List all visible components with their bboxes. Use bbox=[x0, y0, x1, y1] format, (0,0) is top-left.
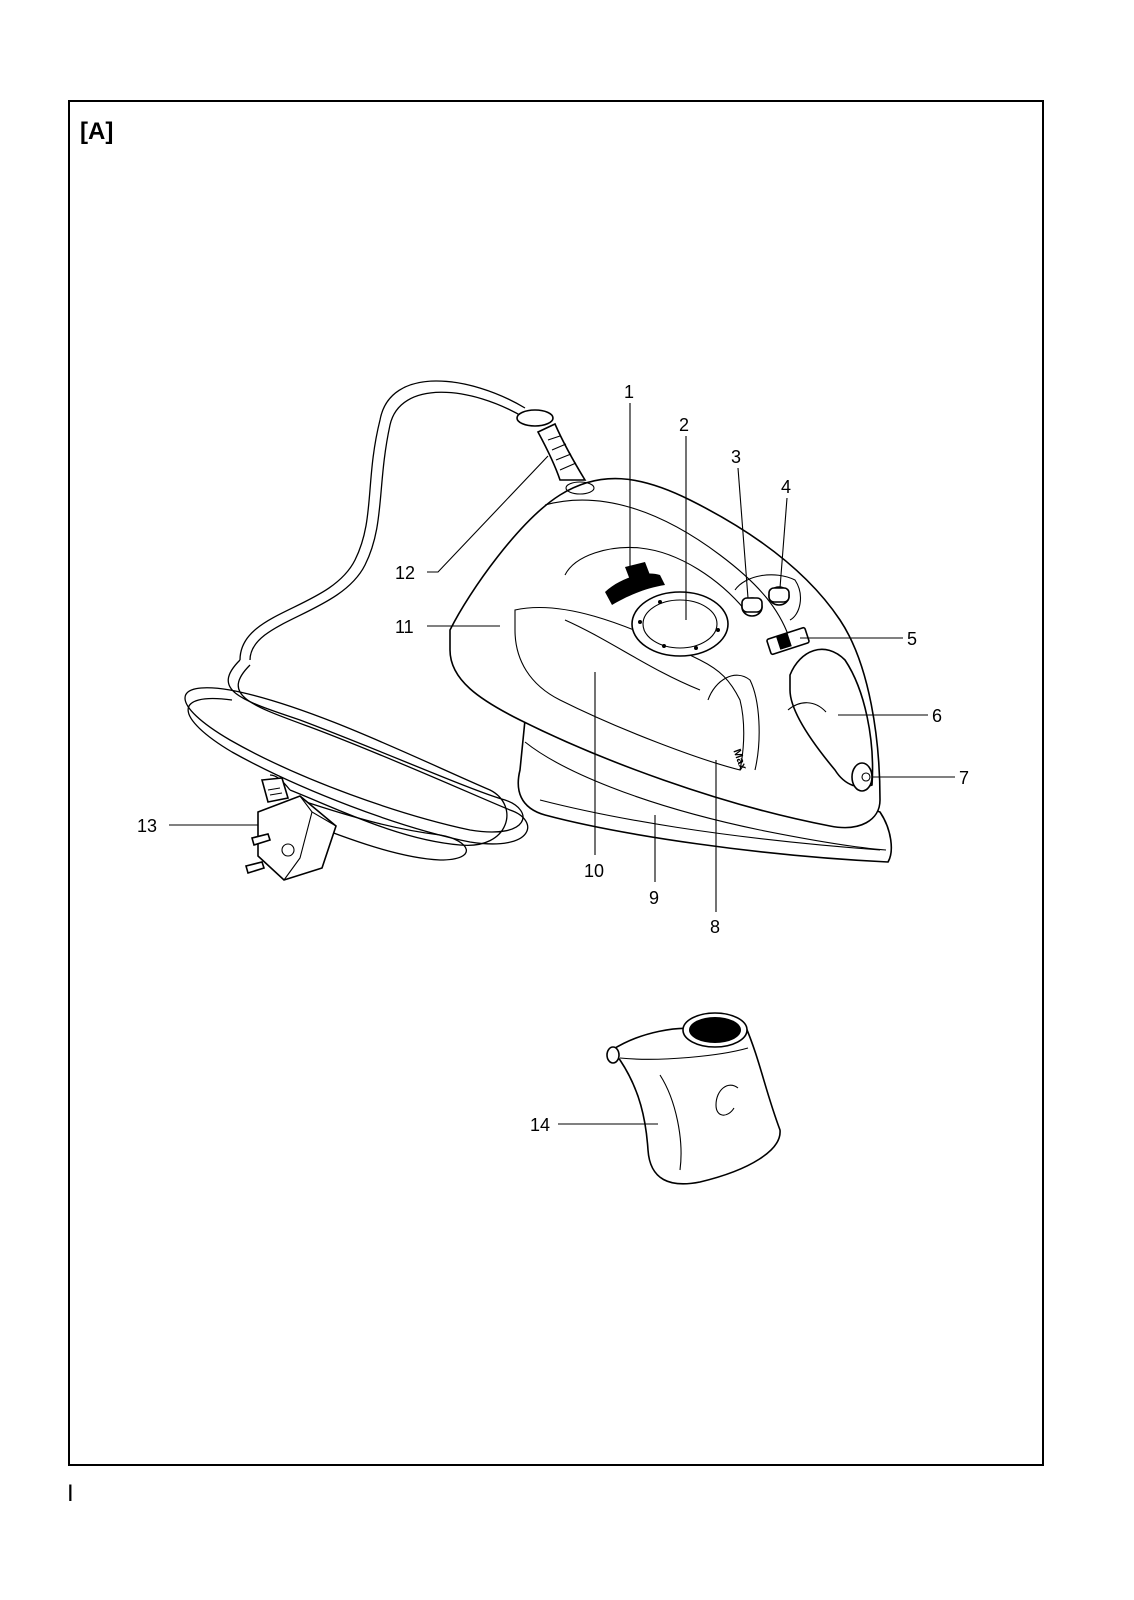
callout-1: 1 bbox=[624, 382, 634, 402]
callout-9: 9 bbox=[649, 888, 659, 908]
callout-6: 6 bbox=[932, 706, 942, 726]
callout-7: 7 bbox=[959, 768, 969, 788]
callout-5: 5 bbox=[907, 629, 917, 649]
callout-11: 11 bbox=[395, 617, 414, 637]
filling-beaker bbox=[607, 1013, 780, 1184]
mains-plug bbox=[246, 778, 336, 880]
callout-2: 2 bbox=[679, 415, 689, 435]
callout-13: 13 bbox=[137, 816, 157, 836]
callout-10: 10 bbox=[584, 861, 604, 881]
callout-4: 4 bbox=[781, 477, 791, 497]
callout-14: 14 bbox=[530, 1115, 550, 1135]
callout-12: 12 bbox=[395, 563, 415, 583]
callout-3: 3 bbox=[731, 447, 741, 467]
steam-iron: Max bbox=[450, 410, 891, 862]
callout-8: 8 bbox=[710, 917, 720, 937]
